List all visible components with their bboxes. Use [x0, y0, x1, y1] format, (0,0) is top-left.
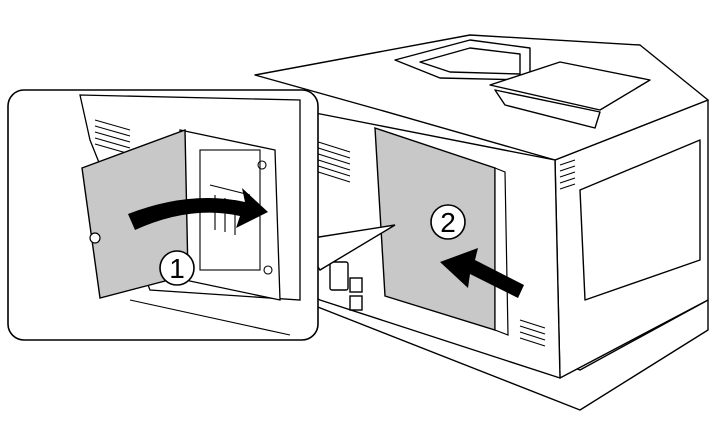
straight-arrow-icon: [440, 248, 524, 298]
step-marker-1: 1: [159, 250, 195, 286]
step-label-1: 1: [169, 253, 185, 284]
curved-arrow-icon: [128, 188, 268, 230]
step-marker-2: 2: [430, 204, 466, 240]
step-label-2: 2: [440, 207, 456, 238]
power-socket: [329, 261, 363, 311]
side-vents: [559, 159, 576, 190]
